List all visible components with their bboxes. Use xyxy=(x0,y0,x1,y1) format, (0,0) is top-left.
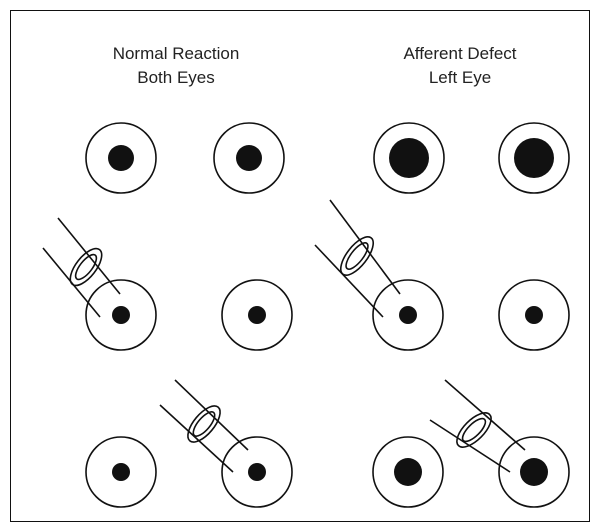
pupil xyxy=(108,145,134,171)
penlight-icon xyxy=(160,380,248,472)
eye-icon xyxy=(373,280,443,350)
pupil xyxy=(248,463,266,481)
eye-icon xyxy=(499,280,569,350)
eye-icon xyxy=(374,123,444,193)
pupil xyxy=(236,145,262,171)
eye-icon xyxy=(373,437,443,507)
penlight-icon xyxy=(43,218,120,317)
pupil xyxy=(248,306,266,324)
eye-icon xyxy=(86,123,156,193)
pupil xyxy=(525,306,543,324)
eye-icon xyxy=(499,123,569,193)
pupil xyxy=(514,138,554,178)
pupil xyxy=(112,463,130,481)
pupil xyxy=(394,458,422,486)
eye-icon xyxy=(86,280,156,350)
pupil xyxy=(399,306,417,324)
eye-icon xyxy=(222,280,292,350)
penlight-icon xyxy=(430,380,525,472)
eye-icon xyxy=(86,437,156,507)
pupil xyxy=(112,306,130,324)
eye-icon xyxy=(214,123,284,193)
pupil xyxy=(520,458,548,486)
pupil xyxy=(389,138,429,178)
penlight-icon xyxy=(315,200,400,317)
